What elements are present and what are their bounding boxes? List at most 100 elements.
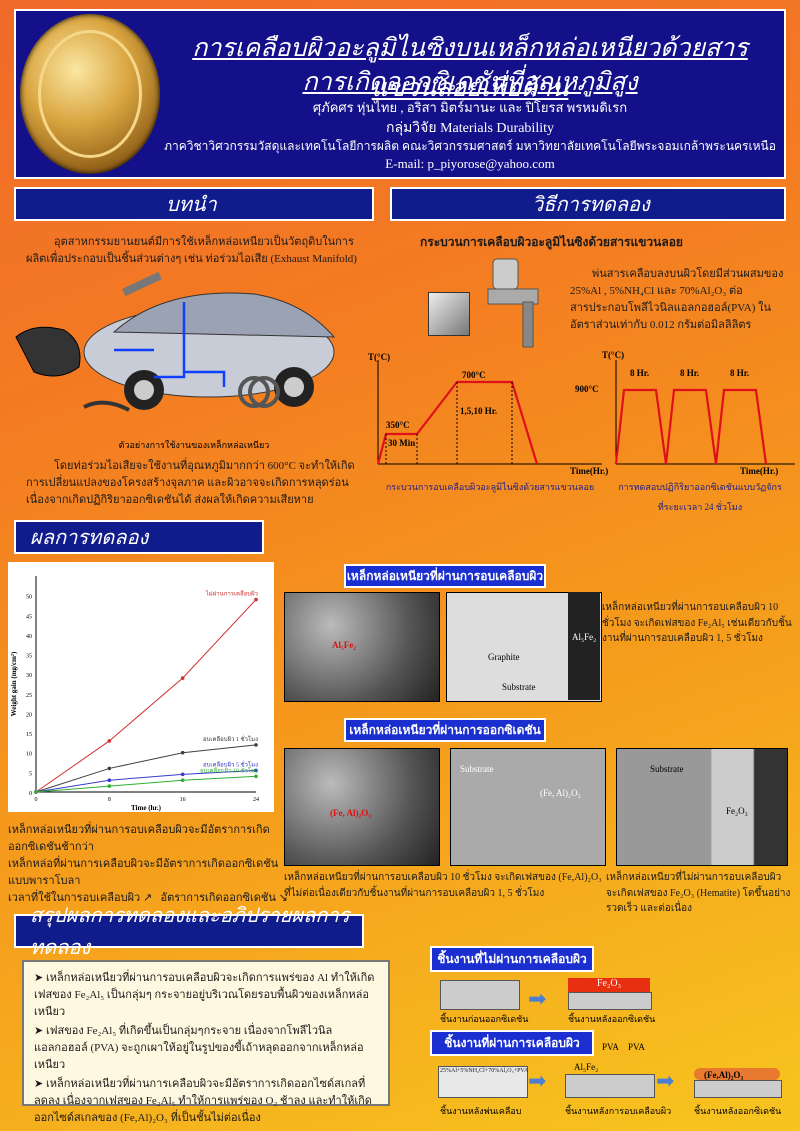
micro-label-b: Al₅Fe₂ [572, 632, 597, 642]
graph2-dwell-1: 8 Hr. [630, 368, 650, 378]
diagram2-aluminized [565, 1074, 655, 1098]
diagram2-title: ชิ้นงานที่ผ่านการเคลือบผิว [430, 1030, 594, 1056]
research-group: กลุ่มวิจัย Materials Durability [386, 121, 554, 136]
micro-dark-edge [568, 592, 600, 700]
results-heading: ผลการทดลอง [14, 520, 264, 554]
cycle-graph [614, 360, 795, 465]
intro-paragraph1: อุตสาหกรรมยานยนต์มีการใช้เหล็กหล่อเหนียว… [26, 236, 357, 266]
arrow-right-icon: ➡ [528, 986, 547, 1011]
data-point [180, 772, 185, 777]
y-tick-label: 40 [26, 634, 32, 640]
diagram1-title: ชิ้นงานที่ไม่ผ่านการเคลือบผิว [430, 946, 594, 972]
data-point [107, 766, 112, 771]
summary-item-3-text: เหล็กหล่อเหนียวที่ผ่านการเคลือบผิวจะมีอั… [34, 1078, 372, 1125]
result-bullet-3b-text: อัตราการเกิดออกซิเดชัน [160, 892, 276, 905]
results-bullets: เหล็กหล่อเหนียวที่ผ่านการอบเคลือบผิวจะมี… [8, 822, 288, 907]
y-tick-label: 25 [26, 693, 32, 699]
coated-description: เหล็กหล่อเหนียวที่ผ่านการอบเคลือบผิว 10 … [602, 602, 792, 644]
intro-heading: บทนำ [14, 187, 374, 221]
x-tick-label: 24 [253, 797, 259, 803]
series-line-3 [35, 775, 257, 793]
x-tick-label: 8 [108, 797, 111, 803]
micrograph-coated-surface [284, 592, 440, 702]
diagram2-phase-label: Al₅Fe₂ [574, 1062, 599, 1072]
diagram2-b-label: ชิ้นงานหลังการอบเคลือบผิว [565, 1106, 672, 1116]
diagram2-oxide-scale [694, 1068, 780, 1080]
y-axis-label: Weight gain (mg/cm²) [10, 651, 18, 716]
diagram1-before-label: ชิ้นงานก่อนออกซิเดชัน [440, 1014, 529, 1024]
micro-label-graphite: Graphite [488, 652, 520, 662]
authors: ศุภัคศร หุ่นไทย , อริสา มิตร์มานะ และ ปิ… [312, 100, 628, 115]
micrograph-oxidized-section [450, 748, 606, 866]
series-line-0 [35, 599, 257, 793]
seal-ring [38, 30, 142, 158]
diagram2-oxide-label: (Fe,Al)₂O₃ [704, 1070, 744, 1080]
data-point [107, 784, 112, 788]
micro-label-a: Al₅Fe₂ [332, 640, 356, 650]
y-tick-label: 0 [29, 791, 32, 797]
graph1-xlabel: Time(Hr.) [570, 466, 609, 476]
diagram2-sprayed [438, 1066, 528, 1098]
y-tick-label: 35 [26, 654, 32, 660]
arrow-up-icon: ↗ [143, 892, 153, 905]
graph1-temp2: 700°C [462, 370, 486, 380]
car-illustration [15, 272, 336, 412]
spray-gun-image [487, 258, 539, 348]
graph1-temp1: 350°C [386, 420, 410, 430]
data-point [180, 676, 185, 680]
series-label-1: อบเคลือบผิว 1 ชั่วโมง [203, 735, 258, 743]
graph2-dwell-2: 8 Hr. [680, 368, 700, 378]
data-point [180, 778, 185, 783]
method-heading: วิธีการทดลอง [390, 187, 786, 221]
graph2-ylabel: T(°C) [602, 350, 625, 360]
diagram1-after-label: ชิ้นงานหลังออกซิเดชัน [568, 1014, 656, 1024]
data-point [180, 750, 185, 755]
micrograph-uncoated-section [616, 748, 788, 866]
micro-label-c: (Fe, Al)₂O₃ [330, 808, 371, 818]
data-point [254, 597, 258, 602]
summary-item-1-text: เหล็กหล่อเหนียวที่ผ่านการอบเคลือบผิวจะเก… [34, 972, 375, 1019]
y-tick-label: 50 [26, 595, 32, 601]
data-point [254, 743, 258, 747]
poster-title-line2: การเกิดออกซิเดชันที่อุณหภูมิสูง [302, 67, 638, 96]
micro-label-substrate2: Substrate [460, 764, 494, 774]
arrow-down-icon: ↘ [278, 892, 288, 905]
summary-item-2-text: เฟสของ Fe₂Al₅ ที่เกิดขึ้นเป็นกลุ่มๆกระจา… [34, 1025, 364, 1072]
graph2-caption2: ที่ระยะเวลา 24 ชั่วโมง [657, 502, 743, 512]
micrograph-oxidized-surface [284, 748, 440, 866]
method-paragraph: พ่นสารเคลือบลงบนผิวโดยมีส่วนผสมของ 25%Al… [570, 268, 784, 332]
intro-paragraph2: โดยท่อร่วมไอเสียจะใช้งานที่อุณหภูมิมากกว… [26, 460, 355, 507]
uncoated-description: เหล็กหล่อเหนียวที่ไม่ผ่านการอบเคลือบผิว … [606, 872, 791, 914]
series-line-2 [35, 769, 257, 793]
graph2-caption1: การทดสอบปฏิกิริยาออกซิเดชันแบบวัฏจักร [618, 482, 782, 492]
y-tick-label: 20 [26, 712, 32, 718]
data-point [254, 768, 258, 773]
y-tick-label: 15 [26, 732, 32, 738]
micro-label-substrate: Substrate [502, 682, 536, 692]
diagram2-pva-label: PVA [602, 1042, 619, 1052]
data-point [34, 790, 38, 794]
result-bullet-3: เวลาที่ใช้ในการอบเคลือบผิว ↗ อัตราการเกิ… [8, 890, 288, 907]
summary-item-3: ➤ เหล็กหล่อเหนียวที่ผ่านการเคลือบผิวจะมี… [34, 1078, 372, 1125]
poster-title-line1: การเคลือบผิวอะลูมิไนซิงบนเหล็กหล่อเหนียว… [192, 33, 748, 102]
x-tick-label: 0 [35, 797, 38, 803]
method-subheading: กระบวนการเคลือบผิวอะลูมิไนซิงด้วยสารแขวน… [420, 235, 683, 249]
series-line-1 [35, 744, 257, 793]
diagram1-oxide-layer: Fe₂O₃ [568, 978, 650, 992]
micro-label-e: Fe₂O₃ [726, 806, 748, 816]
y-tick-label: 30 [26, 673, 32, 679]
series-label-0: ไม่ผ่านการเคลือบผิว [205, 590, 258, 598]
x-axis-label: Time (hr.) [131, 804, 162, 812]
data-point [107, 739, 112, 743]
process-graph [376, 360, 602, 465]
diagram2-coat-label: 25%Al+5%NH₄Cl+70%Al₂O₃+PVA [440, 1068, 529, 1074]
series-label-3: อบเคลือบผิว 10 ชั่วโมง [200, 766, 258, 774]
diagram2-oxidized [694, 1080, 782, 1098]
result-bullet-3-text: เวลาที่ใช้ในการอบเคลือบผิว [8, 892, 141, 905]
data-point [107, 778, 112, 783]
series-label-2: อบเคลือบผิว 5 ชั่วโมง [203, 760, 258, 768]
result-bullet-2: เหล็กหล่อที่ผ่านการเคลือบผิวจะมีอัตราการ… [8, 858, 279, 888]
department: ภาควิชาวิศวกรรมวัสดุและเทคโนโลยีการผลิต … [164, 139, 776, 153]
y-tick-label: 5 [29, 771, 32, 777]
